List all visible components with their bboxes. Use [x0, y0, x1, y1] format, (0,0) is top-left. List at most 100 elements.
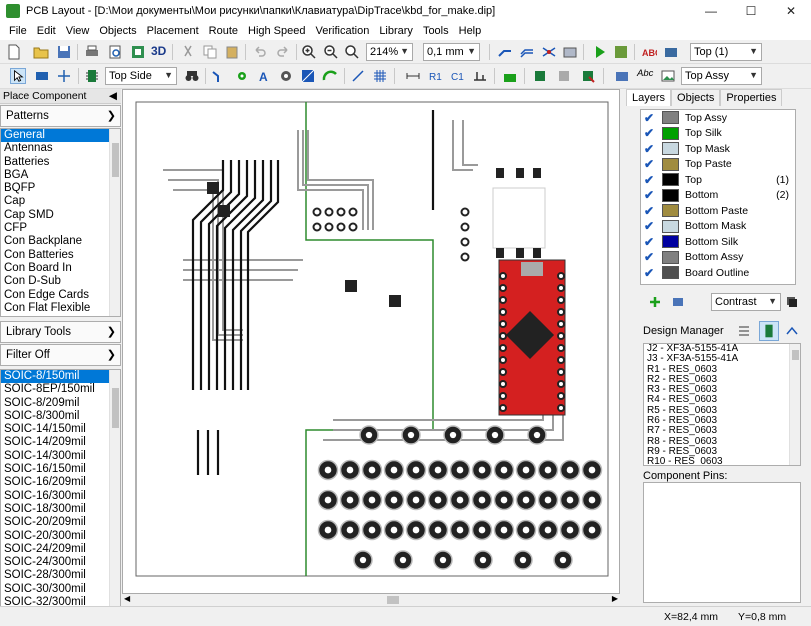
component-row[interactable]: R4 - RES_0603: [647, 394, 718, 406]
layer-color-swatch[interactable]: [662, 157, 679, 171]
pattern-item[interactable]: SOIC-24/300mil: [4, 556, 86, 569]
panning-icon[interactable]: [34, 68, 50, 84]
trace-icon[interactable]: [211, 68, 227, 84]
category-item[interactable]: Con D-Sub: [4, 275, 61, 288]
pattern-item[interactable]: SOIC-20/209mil: [4, 516, 86, 529]
route-bus-icon[interactable]: [519, 44, 535, 60]
layer-visible-checkbox[interactable]: ✔: [644, 265, 655, 280]
maximize-button[interactable]: ☐: [745, 4, 757, 18]
place-mounting-icon[interactable]: [502, 68, 518, 84]
layer-visible-checkbox[interactable]: ✔: [644, 141, 655, 156]
component-row[interactable]: R5 - RES_0603: [647, 404, 718, 416]
align-icon[interactable]: [472, 68, 488, 84]
layer-color-swatch[interactable]: [662, 188, 679, 202]
component-row[interactable]: R6 - RES_0603: [647, 415, 718, 427]
autoroute-settings-icon[interactable]: [562, 44, 578, 60]
select-pointer-icon[interactable]: [10, 68, 26, 84]
library-tools-button[interactable]: Library Tools❯: [0, 321, 121, 343]
filter-button[interactable]: Filter Off❯: [0, 344, 121, 366]
layer-visible-checkbox[interactable]: ✔: [644, 203, 655, 218]
route-selected-icon[interactable]: [613, 44, 629, 60]
grid-size-select[interactable]: 0,1 mm▼: [423, 43, 480, 61]
layer-settings-icon[interactable]: [671, 295, 685, 309]
menu-high-speed[interactable]: High Speed: [248, 25, 306, 37]
paste-icon[interactable]: [224, 44, 240, 60]
component-row[interactable]: R9 - RES_0603: [647, 445, 718, 457]
category-item[interactable]: Cap: [4, 195, 26, 208]
layer-color-swatch[interactable]: [662, 266, 679, 280]
layer-color-swatch[interactable]: [662, 250, 679, 264]
category-item[interactable]: CFP: [4, 222, 27, 235]
component-row[interactable]: J2 - XF3A-5155-41A: [647, 343, 739, 354]
layer-visible-checkbox[interactable]: ✔: [644, 172, 655, 187]
category-item[interactable]: BGA: [4, 168, 29, 181]
image-icon[interactable]: [660, 68, 676, 84]
layer-visible-checkbox[interactable]: ✔: [644, 234, 655, 249]
pattern-item[interactable]: SOIC-32/300mil: [4, 596, 86, 609]
print-icon[interactable]: [84, 44, 100, 60]
layer-row[interactable]: ✔Top Assy: [641, 110, 795, 126]
layer-row[interactable]: ✔Top Mask: [641, 141, 795, 157]
pad-icon[interactable]: [234, 68, 250, 84]
layer-color-swatch[interactable]: [662, 142, 679, 156]
undo-icon[interactable]: [252, 44, 268, 60]
layer-view-icon[interactable]: [786, 296, 798, 308]
tab-objects[interactable]: Objects: [671, 89, 721, 106]
new-file-icon[interactable]: [6, 44, 22, 60]
connectivity-check-icon[interactable]: [663, 44, 679, 60]
pattern-item[interactable]: SOIC-8/209mil: [4, 396, 80, 409]
component-row[interactable]: R1 - RES_0603: [647, 363, 718, 375]
pattern-item[interactable]: SOIC-20/300mil: [4, 529, 86, 542]
layer-visible-checkbox[interactable]: ✔: [644, 126, 655, 141]
measure-icon[interactable]: [350, 68, 366, 84]
component-row[interactable]: R10 - RES_0603: [647, 456, 723, 466]
layer-color-swatch[interactable]: [662, 219, 679, 233]
arc-icon[interactable]: [322, 68, 338, 84]
close-button[interactable]: ✕: [785, 4, 797, 18]
open-folder-icon[interactable]: [33, 44, 49, 60]
layer-visible-checkbox[interactable]: ✔: [644, 188, 655, 203]
component-group-icon[interactable]: [532, 68, 548, 84]
pattern-item[interactable]: SOIC-14/209mil: [4, 436, 86, 449]
category-item[interactable]: BQFP: [4, 182, 36, 195]
pattern-item[interactable]: SOIC-8EP/150mil: [4, 383, 95, 396]
layer-visible-checkbox[interactable]: ✔: [644, 219, 655, 234]
layer-color-swatch[interactable]: [662, 126, 679, 140]
layer-row[interactable]: ✔Bottom(2): [641, 188, 795, 204]
category-item[interactable]: Con Flat Flexible: [4, 301, 91, 314]
export-icon[interactable]: [130, 44, 146, 60]
minimize-button[interactable]: —: [705, 4, 717, 18]
layer-row[interactable]: ✔Bottom Mask: [641, 219, 795, 235]
category-item[interactable]: Cap SMD: [4, 208, 54, 221]
canvas-horizontal-scrollbar[interactable]: ◀ ▶: [122, 594, 620, 606]
component-row[interactable]: R2 - RES_0603: [647, 373, 718, 385]
text-icon[interactable]: A: [256, 68, 272, 84]
category-item[interactable]: Antennas: [4, 142, 53, 155]
zoom-out-icon[interactable]: [323, 44, 339, 60]
zoom-select[interactable]: 214%▼: [366, 43, 413, 61]
pattern-item[interactable]: SOIC-16/209mil: [4, 476, 86, 489]
active-layer-select[interactable]: Top (1)▼: [690, 43, 762, 61]
pattern-item[interactable]: SOIC-8/300mil: [4, 409, 80, 422]
zoom-fit-icon[interactable]: [344, 44, 360, 60]
panel-splitter[interactable]: [620, 89, 626, 594]
category-item[interactable]: General: [1, 129, 120, 143]
split-trace-icon[interactable]: [541, 44, 557, 60]
layer-color-swatch[interactable]: [662, 235, 679, 249]
tab-layers[interactable]: Layers: [626, 89, 672, 106]
renumber-icon[interactable]: [580, 68, 596, 84]
menu-file[interactable]: File: [9, 25, 27, 37]
menu-route[interactable]: Route: [208, 25, 238, 37]
pattern-item[interactable]: SOIC-24/209mil: [4, 542, 86, 555]
route-manual-icon[interactable]: [497, 44, 513, 60]
menu-verification[interactable]: Verification: [315, 25, 370, 37]
crosshair-icon[interactable]: [56, 68, 72, 84]
component-row[interactable]: R3 - RES_0603: [647, 384, 718, 396]
component-row[interactable]: R7 - RES_0603: [647, 425, 718, 437]
menu-placement[interactable]: Placement: [146, 25, 199, 37]
redo-icon[interactable]: [275, 44, 291, 60]
menu-help[interactable]: Help: [458, 25, 482, 37]
layer-color-swatch[interactable]: [662, 204, 679, 218]
